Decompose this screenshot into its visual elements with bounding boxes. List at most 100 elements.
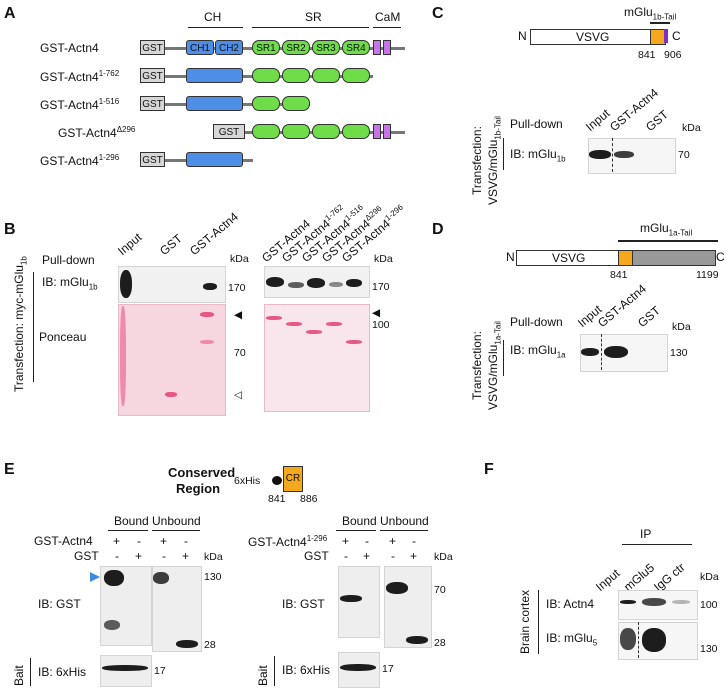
- sr-bar: [252, 27, 369, 28]
- tail-label: mGlu1b-Tail: [624, 5, 677, 22]
- ponceau-band: [200, 312, 214, 317]
- splice-line: [638, 622, 639, 658]
- band: [614, 151, 634, 158]
- panel-label-c: C: [432, 5, 444, 22]
- sign: +: [410, 549, 418, 563]
- lane-gst-actn4: GST-Actn4: [187, 209, 241, 258]
- c-terminus: C: [716, 250, 725, 264]
- pos-906: 906: [664, 49, 682, 61]
- ponceau-band: [266, 316, 282, 320]
- sr-domain: [252, 68, 280, 83]
- ip-bar: [622, 544, 692, 545]
- marker-130: 130: [204, 571, 222, 583]
- row-gst: GST: [304, 549, 329, 563]
- sign: -: [115, 549, 119, 563]
- arrow-gst: ◁: [234, 389, 243, 401]
- marker-28: 28: [204, 639, 216, 651]
- side-bracket: [538, 590, 539, 654]
- sign: +: [113, 534, 121, 548]
- brain-cortex-label: Brain cortex: [518, 589, 532, 654]
- sign: +: [182, 549, 190, 563]
- sign: +: [342, 534, 350, 548]
- sign: +: [135, 549, 143, 563]
- band: [340, 595, 362, 602]
- lane-input: Input: [115, 230, 145, 258]
- bait-label: Bait: [256, 665, 270, 686]
- sr-domain: [282, 96, 310, 111]
- band: [104, 570, 124, 586]
- sr4-domain: SR4: [342, 40, 370, 55]
- ch1-domain: CH1: [186, 40, 214, 55]
- transfection-label-2: VSVG/mGlu1b-Tail: [486, 116, 503, 205]
- band: [120, 270, 132, 298]
- sr2-domain: SR2: [282, 40, 310, 55]
- sr-domain: [252, 96, 280, 111]
- band: [672, 600, 690, 604]
- band: [620, 628, 636, 650]
- ib-label: IB: mGlu1b: [510, 147, 566, 164]
- cr-box: CR: [283, 466, 303, 492]
- ponceau-label: Ponceau: [39, 330, 87, 344]
- ponceau-band: [286, 322, 302, 326]
- sr-domain: [252, 124, 280, 139]
- pulldown-label: Pull-down: [42, 253, 95, 267]
- marker-17: 17: [382, 663, 394, 675]
- bait-bracket: [274, 656, 275, 686]
- band: [589, 150, 611, 159]
- ch-domain: [186, 152, 243, 167]
- panel-label-f: F: [484, 461, 494, 478]
- sign: -: [162, 549, 166, 563]
- tail-purple: [664, 29, 668, 43]
- kda-label: kDa: [204, 551, 223, 563]
- band: [104, 620, 120, 630]
- kda-label-right: kDa: [374, 253, 393, 265]
- pulldown-label: Pull-down: [510, 315, 563, 329]
- side-bracket: [33, 272, 34, 382]
- band: [346, 279, 362, 287]
- band: [642, 628, 666, 652]
- pulldown-label: Pull-down: [510, 117, 563, 131]
- marker-70: 70: [434, 584, 446, 596]
- row-gst-actn4-296: GST-Actn41-296: [248, 534, 328, 549]
- construct-label-full: GST-Actn4: [40, 41, 99, 55]
- pos-841: 841: [268, 493, 286, 505]
- sign: +: [363, 549, 371, 563]
- tail-gray: [632, 250, 716, 266]
- ladder: [120, 306, 126, 406]
- marker-170-right: 170: [372, 281, 390, 293]
- lane-gst: GST: [643, 107, 671, 134]
- ib-mglu5-label: IB: mGlu5: [546, 631, 598, 648]
- arrowhead-icon: [90, 572, 100, 582]
- gst-domain: GST: [213, 124, 245, 139]
- construct-label-1-762: GST-Actn41-762: [40, 69, 120, 84]
- unbound-label: Unbound: [380, 514, 429, 528]
- gst-domain: GST: [140, 152, 165, 167]
- lane-input: Input: [583, 106, 613, 134]
- ib-label: IB: mGlu1a: [510, 343, 566, 360]
- n-terminus: N: [506, 250, 515, 264]
- ib-his-label: IB: 6xHis: [282, 663, 331, 677]
- bound-bar: [108, 530, 148, 531]
- band: [153, 572, 169, 584]
- splice-line: [612, 138, 613, 172]
- marker-100-right: 100: [372, 319, 390, 331]
- band: [176, 640, 198, 648]
- ponceau-band: [326, 322, 342, 326]
- row-gst-actn4: GST-Actn4: [34, 534, 93, 548]
- sign: +: [160, 534, 168, 548]
- tail-label: mGlu1a-Tail: [640, 221, 693, 238]
- marker-28: 28: [434, 637, 446, 649]
- region-label: Region: [176, 481, 221, 496]
- pos-841: 841: [638, 49, 656, 61]
- row-gst: GST: [74, 549, 99, 563]
- band: [604, 346, 628, 358]
- vsvg-label: VSVG: [552, 251, 586, 265]
- ib-his-label: IB: 6xHis: [38, 665, 87, 679]
- kda-label: kDa: [230, 253, 249, 265]
- sr-domain: [342, 68, 370, 83]
- sign: -: [391, 549, 395, 563]
- marker-130: 130: [670, 347, 688, 359]
- ponceau-band: [200, 340, 214, 344]
- band: [203, 283, 217, 290]
- kda-label: kDa: [434, 551, 453, 563]
